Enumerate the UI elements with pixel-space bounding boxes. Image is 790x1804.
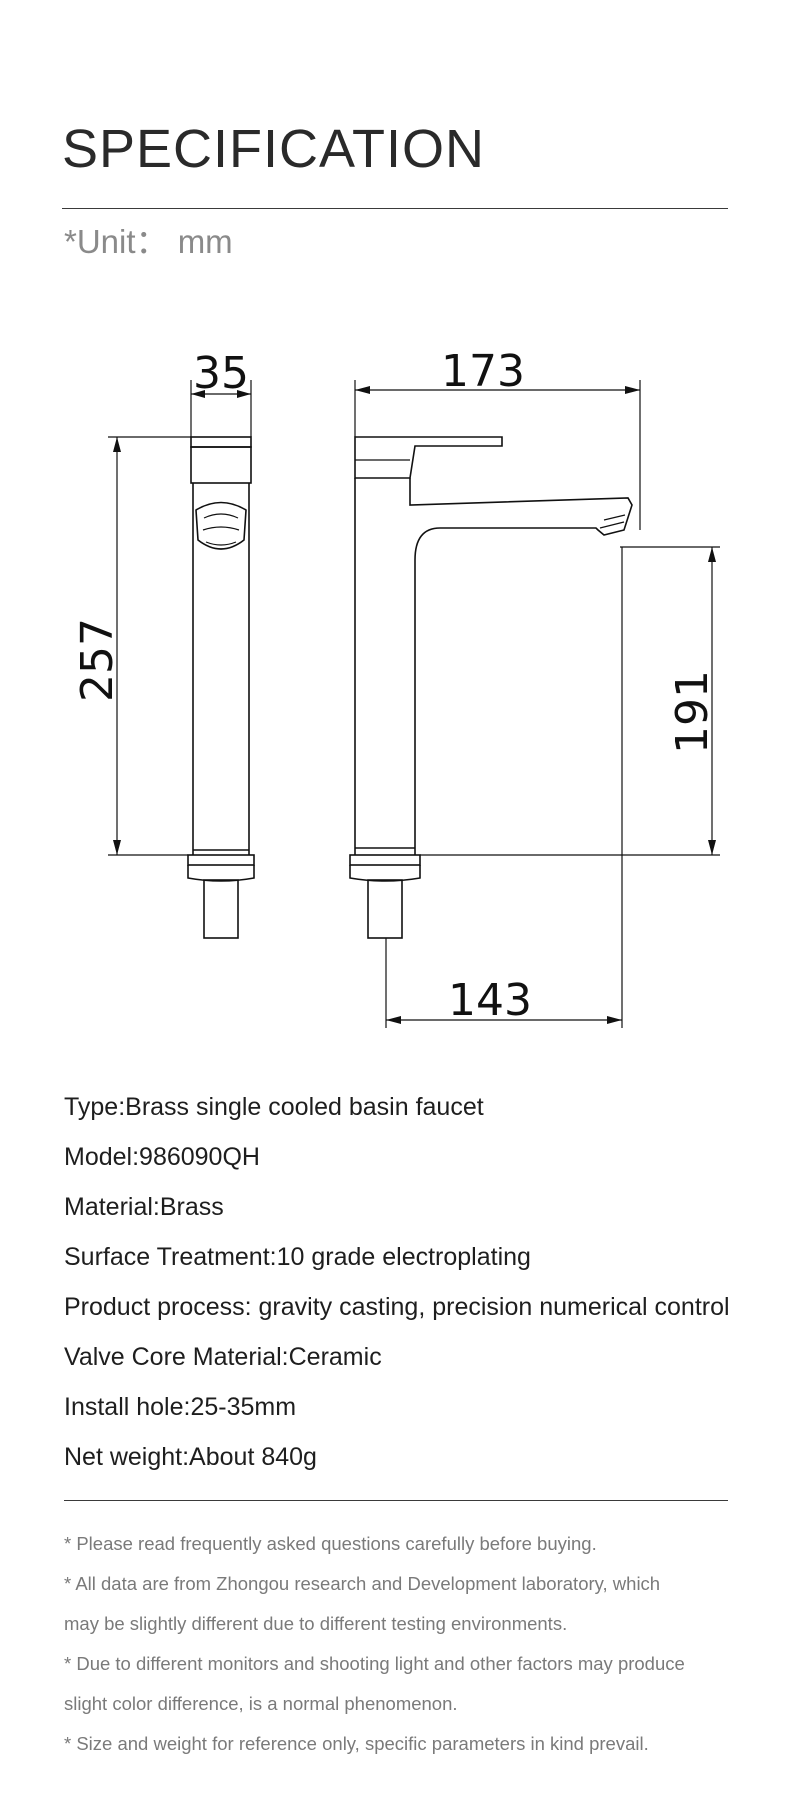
note-item: * Size and weight for reference only, sp…	[64, 1733, 649, 1754]
side-view-faucet	[349, 436, 633, 939]
spec-net-weight: Net weight:About 840g	[64, 1443, 317, 1471]
dimension-35-label: 35	[193, 348, 249, 399]
dimension-191-label: 191	[667, 670, 718, 754]
note-item: slight color difference, is a normal phe…	[64, 1693, 458, 1714]
note-item: * Please read frequently asked questions…	[64, 1533, 597, 1554]
note-item: may be slightly different due to differe…	[64, 1613, 568, 1634]
front-view-faucet	[187, 436, 255, 939]
spec-material: Material:Brass	[64, 1193, 224, 1221]
unit-label: *Unit： mm	[64, 223, 233, 260]
note-item: * All data are from Zhongou research and…	[64, 1573, 661, 1594]
spec-type: Type:Brass single cooled basin faucet	[64, 1093, 484, 1121]
notes-divider	[64, 1500, 728, 1501]
spec-model: Model:986090QH	[64, 1143, 260, 1171]
spec-install-hole: Install hole:25-35mm	[64, 1393, 297, 1421]
spec-valve-core: Valve Core Material:Ceramic	[64, 1343, 382, 1371]
title-divider	[62, 208, 728, 209]
spec-surface-treatment: Surface Treatment:10 grade electroplatin…	[64, 1243, 531, 1271]
notes-list: * Please read frequently asked questions…	[64, 1524, 764, 1764]
spec-list: Type:Brass single cooled basin faucet Mo…	[64, 1082, 764, 1482]
faucet-dimension-drawing: 35 257 173 191 143	[72, 346, 720, 1028]
dimension-143-label: 143	[448, 975, 532, 1026]
page-title: SPECIFICATION	[62, 119, 486, 179]
spec-product-process: Product process: gravity casting, precis…	[64, 1293, 730, 1321]
dimension-257-label: 257	[72, 618, 123, 702]
dimension-173-label: 173	[441, 346, 525, 397]
note-item: * Due to different monitors and shooting…	[64, 1653, 685, 1674]
